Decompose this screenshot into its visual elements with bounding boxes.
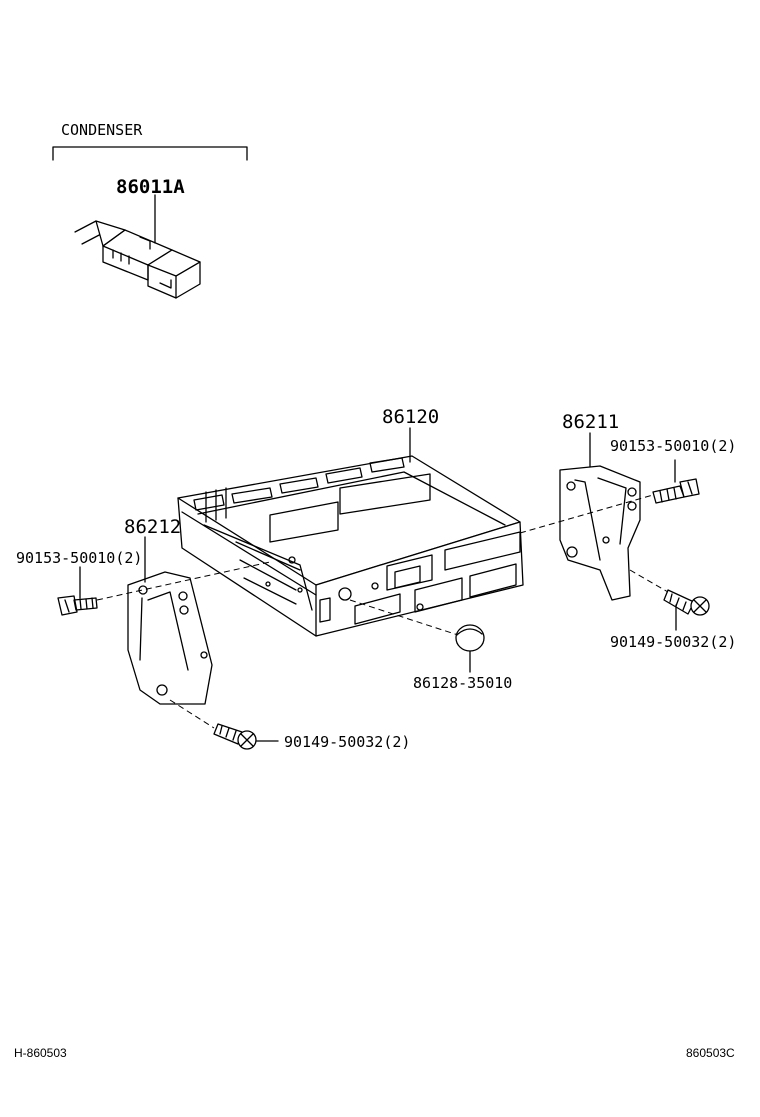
part-number-90153-left[interactable]: 90153-50010(2) [16,549,142,567]
screw-right-bottom-drawing [664,590,709,615]
centerline-right-top [520,495,653,533]
quantity-text: (2) [709,633,737,651]
centerline-right-bottom [630,570,668,592]
part-number-text: 90153-50010 [16,549,116,567]
condenser-group-label: CONDENSER [61,121,143,139]
diagram-code: H-860503 [14,1046,67,1060]
screw-left-top-drawing [58,596,97,615]
left-bracket-drawing [128,572,212,704]
part-number-86211[interactable]: 86211 [562,411,620,433]
part-number-text: 90149-50032 [284,733,384,751]
knob-drawing [456,625,484,651]
part-number-90149-left[interactable]: 90149-50032(2) [284,733,410,751]
part-number-86120[interactable]: 86120 [382,406,440,428]
quantity-text: (2) [383,733,411,751]
centerline-left-bottom [170,700,214,728]
quantity-text: (2) [115,549,143,567]
part-number-86128-35010[interactable]: 86128-35010 [413,674,513,692]
part-number-90153-right[interactable]: 90153-50010(2) [610,437,736,455]
centerline-knob [350,600,458,635]
screw-left-bottom-drawing [214,724,256,749]
part-number-90149-right[interactable]: 90149-50032(2) [610,633,736,651]
quantity-text: (2) [709,437,737,455]
drawing-number: 860503C [686,1046,735,1060]
part-number-text: 90149-50032 [610,633,710,651]
part-number-86212[interactable]: 86212 [124,516,182,538]
part-number-86011A[interactable]: 86011A [116,176,185,198]
condenser-group-bracket [53,147,247,160]
right-bracket-drawing [560,466,640,600]
part-number-text: 90153-50010 [610,437,710,455]
screw-right-top-drawing [653,479,699,503]
condenser-connector-drawing [75,221,200,298]
receiver-unit-drawing [178,456,523,636]
